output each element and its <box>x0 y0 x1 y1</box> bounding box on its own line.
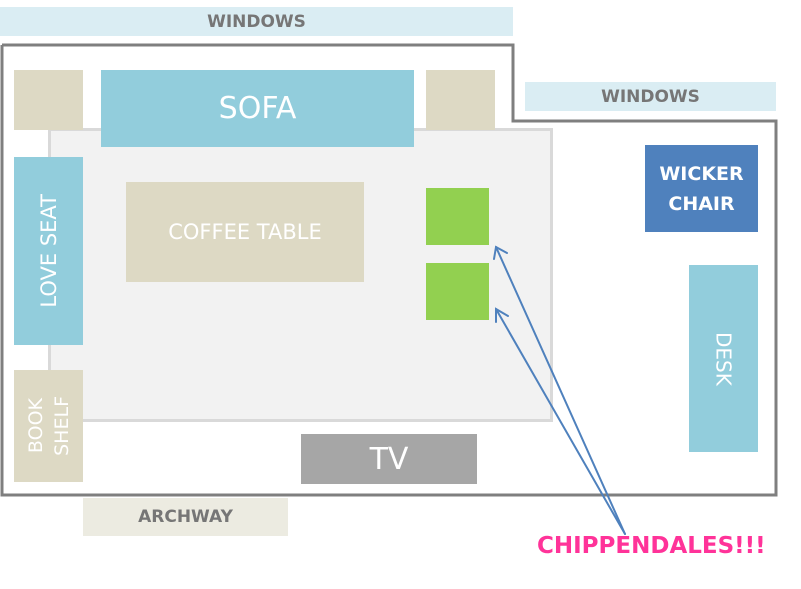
desk-label: DESK <box>711 331 736 386</box>
tv[interactable]: TV <box>301 434 477 484</box>
tv-label: TV <box>369 441 409 477</box>
arrow-to-chair-2 <box>495 308 626 535</box>
sofa-label: SOFA <box>218 91 297 126</box>
end-table-right[interactable] <box>426 70 495 130</box>
wicker-chair-label-line2: CHAIR <box>668 192 735 215</box>
book-shelf[interactable]: BOOK SHELF <box>14 370 83 482</box>
wicker-chair[interactable]: WICKER CHAIR <box>645 145 758 232</box>
windows-right-label: WINDOWS <box>601 86 700 107</box>
end-table-left[interactable] <box>14 70 83 130</box>
coffee-table-label: COFFEE TABLE <box>168 220 322 244</box>
wall-outline <box>0 43 778 497</box>
archway: ARCHWAY <box>83 498 288 536</box>
chippendale-chair-1[interactable] <box>426 188 489 245</box>
windows-right: WINDOWS <box>525 82 776 111</box>
chippendale-chair-2[interactable] <box>426 263 489 320</box>
love-seat[interactable]: LOVE SEAT <box>14 157 83 345</box>
coffee-table[interactable]: COFFEE TABLE <box>126 182 364 282</box>
archway-label: ARCHWAY <box>138 507 233 527</box>
arrow-to-chair-1 <box>495 246 626 535</box>
desk[interactable]: DESK <box>689 265 758 452</box>
windows-top-label: WINDOWS <box>207 11 306 32</box>
callout-label: CHIPPENDALES!!! <box>537 533 766 559</box>
chippendales-callout: CHIPPENDALES!!! <box>537 533 797 567</box>
arrow-head-2 <box>495 307 509 323</box>
arrow-head-1 <box>493 245 508 260</box>
wicker-chair-label-line1: WICKER <box>659 162 744 185</box>
windows-top: WINDOWS <box>0 7 513 36</box>
sofa[interactable]: SOFA <box>101 70 414 147</box>
